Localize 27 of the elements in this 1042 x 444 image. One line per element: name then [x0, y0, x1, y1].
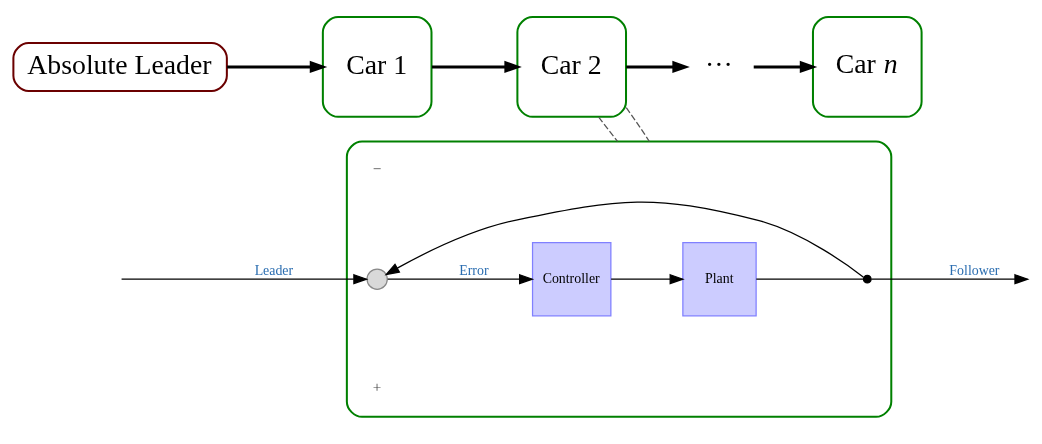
arrow — [384, 201, 865, 278]
cluster — [345, 140, 893, 418]
arrow — [610, 273, 685, 285]
connector — [598, 116, 619, 143]
node-box: Plant — [682, 241, 757, 317]
node-text: ··· — [704, 49, 733, 81]
connector — [755, 278, 864, 280]
arrow — [626, 60, 690, 74]
arrow — [431, 60, 522, 74]
node-box: Car 1 — [321, 16, 433, 118]
arrow — [227, 60, 328, 74]
arrow — [120, 273, 369, 285]
connector — [625, 107, 650, 143]
label: − — [372, 160, 382, 178]
edge-label: Follower — [949, 263, 1000, 279]
node-box: Controller — [531, 241, 612, 317]
arrow — [753, 60, 818, 74]
arrow — [387, 273, 535, 285]
node-circle — [862, 274, 872, 284]
node-box: Car n — [811, 16, 923, 118]
arrow — [870, 273, 1030, 285]
node-circle — [366, 268, 388, 290]
edge-label: Error — [459, 263, 489, 279]
node-box: Absolute Leader — [12, 41, 228, 92]
node-box: Car 2 — [516, 16, 628, 118]
edge-label: Leader — [254, 263, 294, 279]
label: + — [372, 377, 382, 395]
